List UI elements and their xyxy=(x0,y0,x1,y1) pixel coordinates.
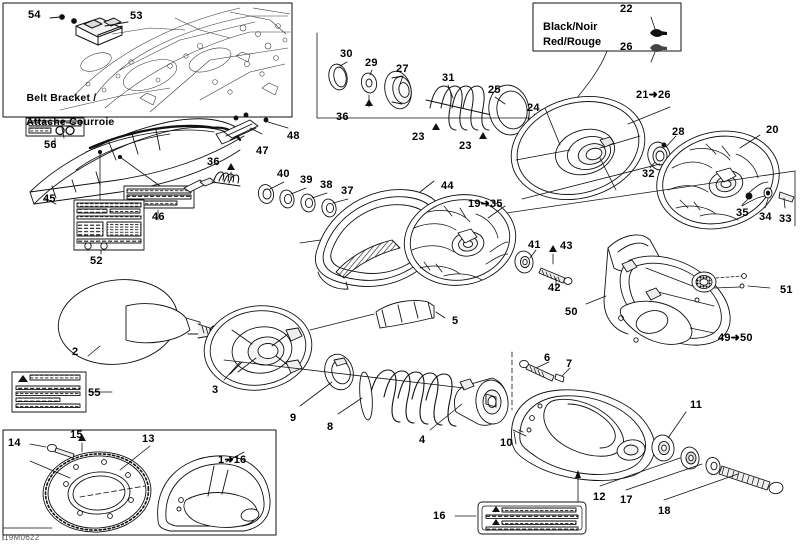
belt-bracket-inset-frame xyxy=(2,2,293,118)
part-callout-5: 5 xyxy=(452,315,459,327)
part-callout-53: 53 xyxy=(130,10,143,22)
part-callout-49-50: 49➜50 xyxy=(718,332,753,344)
part-callout-43: 43 xyxy=(560,240,573,252)
part-callout-7: 7 xyxy=(566,358,573,370)
part-callout-21-26: 21➜26 xyxy=(636,89,671,101)
belt-bracket-title-line2: Attache Courroie xyxy=(26,116,115,129)
part-callout-55: 55 xyxy=(88,387,101,399)
part-callout-41: 41 xyxy=(528,239,541,251)
part-callout-15: 15 xyxy=(70,429,83,441)
part-callout-47: 47 xyxy=(256,145,269,157)
legend-red-label: Red/Rouge xyxy=(543,36,602,48)
part-callout-8: 8 xyxy=(327,421,334,433)
starter-ring-inset-frame xyxy=(2,429,277,536)
warning-decal-55 xyxy=(11,371,113,413)
decal-46 xyxy=(117,154,195,221)
legend-black-label: Black/Noir xyxy=(543,21,598,33)
part-callout-50: 50 xyxy=(565,306,578,318)
shaft-washers-37-40 xyxy=(183,163,349,218)
part-callout-45: 45 xyxy=(43,193,56,205)
part-callout-39: 39 xyxy=(300,174,313,186)
fasteners-11-18 xyxy=(599,411,784,501)
belt-bracket-title-line1: Belt Bracket / xyxy=(26,92,97,105)
part-callout-36: 36 xyxy=(336,111,349,123)
part-callout-42: 42 xyxy=(548,282,561,294)
part-callout-18: 18 xyxy=(658,505,671,517)
part-callout-28: 28 xyxy=(672,126,685,138)
fasteners-6-7 xyxy=(511,351,571,411)
fixed-face-2 xyxy=(57,279,219,365)
part-callout-13: 13 xyxy=(142,433,155,445)
color-legend-frame xyxy=(532,2,682,105)
part-callout-20: 20 xyxy=(766,124,779,136)
part-callout-40: 40 xyxy=(277,168,290,180)
part-callout-4: 4 xyxy=(419,434,426,446)
part-callout-46: 46 xyxy=(152,211,165,223)
part-callout-38: 38 xyxy=(320,179,333,191)
slider-shoe-5 xyxy=(309,300,446,331)
decal-56 xyxy=(25,117,85,149)
part-callout-27: 27 xyxy=(396,63,409,75)
part-callout-1-16: 1➜16 xyxy=(218,454,247,466)
part-callout-10: 10 xyxy=(500,437,513,449)
belt-bracket-inset-title: Belt Bracket / Attache Courroie xyxy=(14,80,114,140)
drive-pulley-sheave-21-26 xyxy=(510,95,671,201)
part-callout-19-35: 19➜35 xyxy=(468,198,503,210)
support-49-51 xyxy=(585,234,771,346)
part-callout-34: 34 xyxy=(759,211,772,223)
part-callout-33: 33 xyxy=(779,213,792,225)
part-callout-35: 35 xyxy=(736,207,749,219)
part-callout-23: 23 xyxy=(459,140,472,152)
part-callout-52: 52 xyxy=(90,255,103,267)
bearing-28-32 xyxy=(647,135,677,171)
part-callout-37: 37 xyxy=(341,185,354,197)
diagram-watermark: 19M0622 xyxy=(4,533,40,542)
part-callout-2: 2 xyxy=(72,346,79,358)
part-callout-26: 26 xyxy=(620,41,633,53)
part-callout-9: 9 xyxy=(290,412,297,424)
driven-sheave-20 xyxy=(299,130,796,244)
movable-sheave-3 xyxy=(203,305,313,391)
part-callout-3: 3 xyxy=(212,384,219,396)
part-callout-11: 11 xyxy=(690,399,703,411)
decal-52 xyxy=(73,149,145,255)
part-callout-14: 14 xyxy=(8,437,21,449)
cam-spring-9-8-4 xyxy=(223,353,509,431)
top-spring-stack xyxy=(316,32,561,139)
part-callout-17: 17 xyxy=(620,494,633,506)
fasteners-41-43 xyxy=(514,245,573,289)
part-callout-51: 51 xyxy=(780,284,793,296)
part-callout-48: 48 xyxy=(287,130,300,142)
part-callout-29: 29 xyxy=(365,57,378,69)
part-callout-31: 31 xyxy=(442,72,455,84)
part-callout-22: 22 xyxy=(620,3,633,15)
driven-pulley-19-35 xyxy=(403,163,661,286)
part-callout-56: 56 xyxy=(44,139,57,151)
part-callout-16: 16 xyxy=(433,510,446,522)
parts-47-48 xyxy=(223,112,289,141)
pulley-cover-10 xyxy=(511,389,656,508)
part-callout-6: 6 xyxy=(544,352,551,364)
part-callout-25: 25 xyxy=(488,84,501,96)
part-callout-44: 44 xyxy=(441,180,454,192)
part-callout-36: 36 xyxy=(207,156,220,168)
part-callout-23: 23 xyxy=(412,131,425,143)
part-callout-24: 24 xyxy=(527,102,540,114)
part-callout-32: 32 xyxy=(642,168,655,180)
part-callout-54: 54 xyxy=(28,9,41,21)
warning-decal-16 xyxy=(454,501,587,535)
part-callout-12: 12 xyxy=(593,491,606,503)
part-callout-30: 30 xyxy=(340,48,353,60)
